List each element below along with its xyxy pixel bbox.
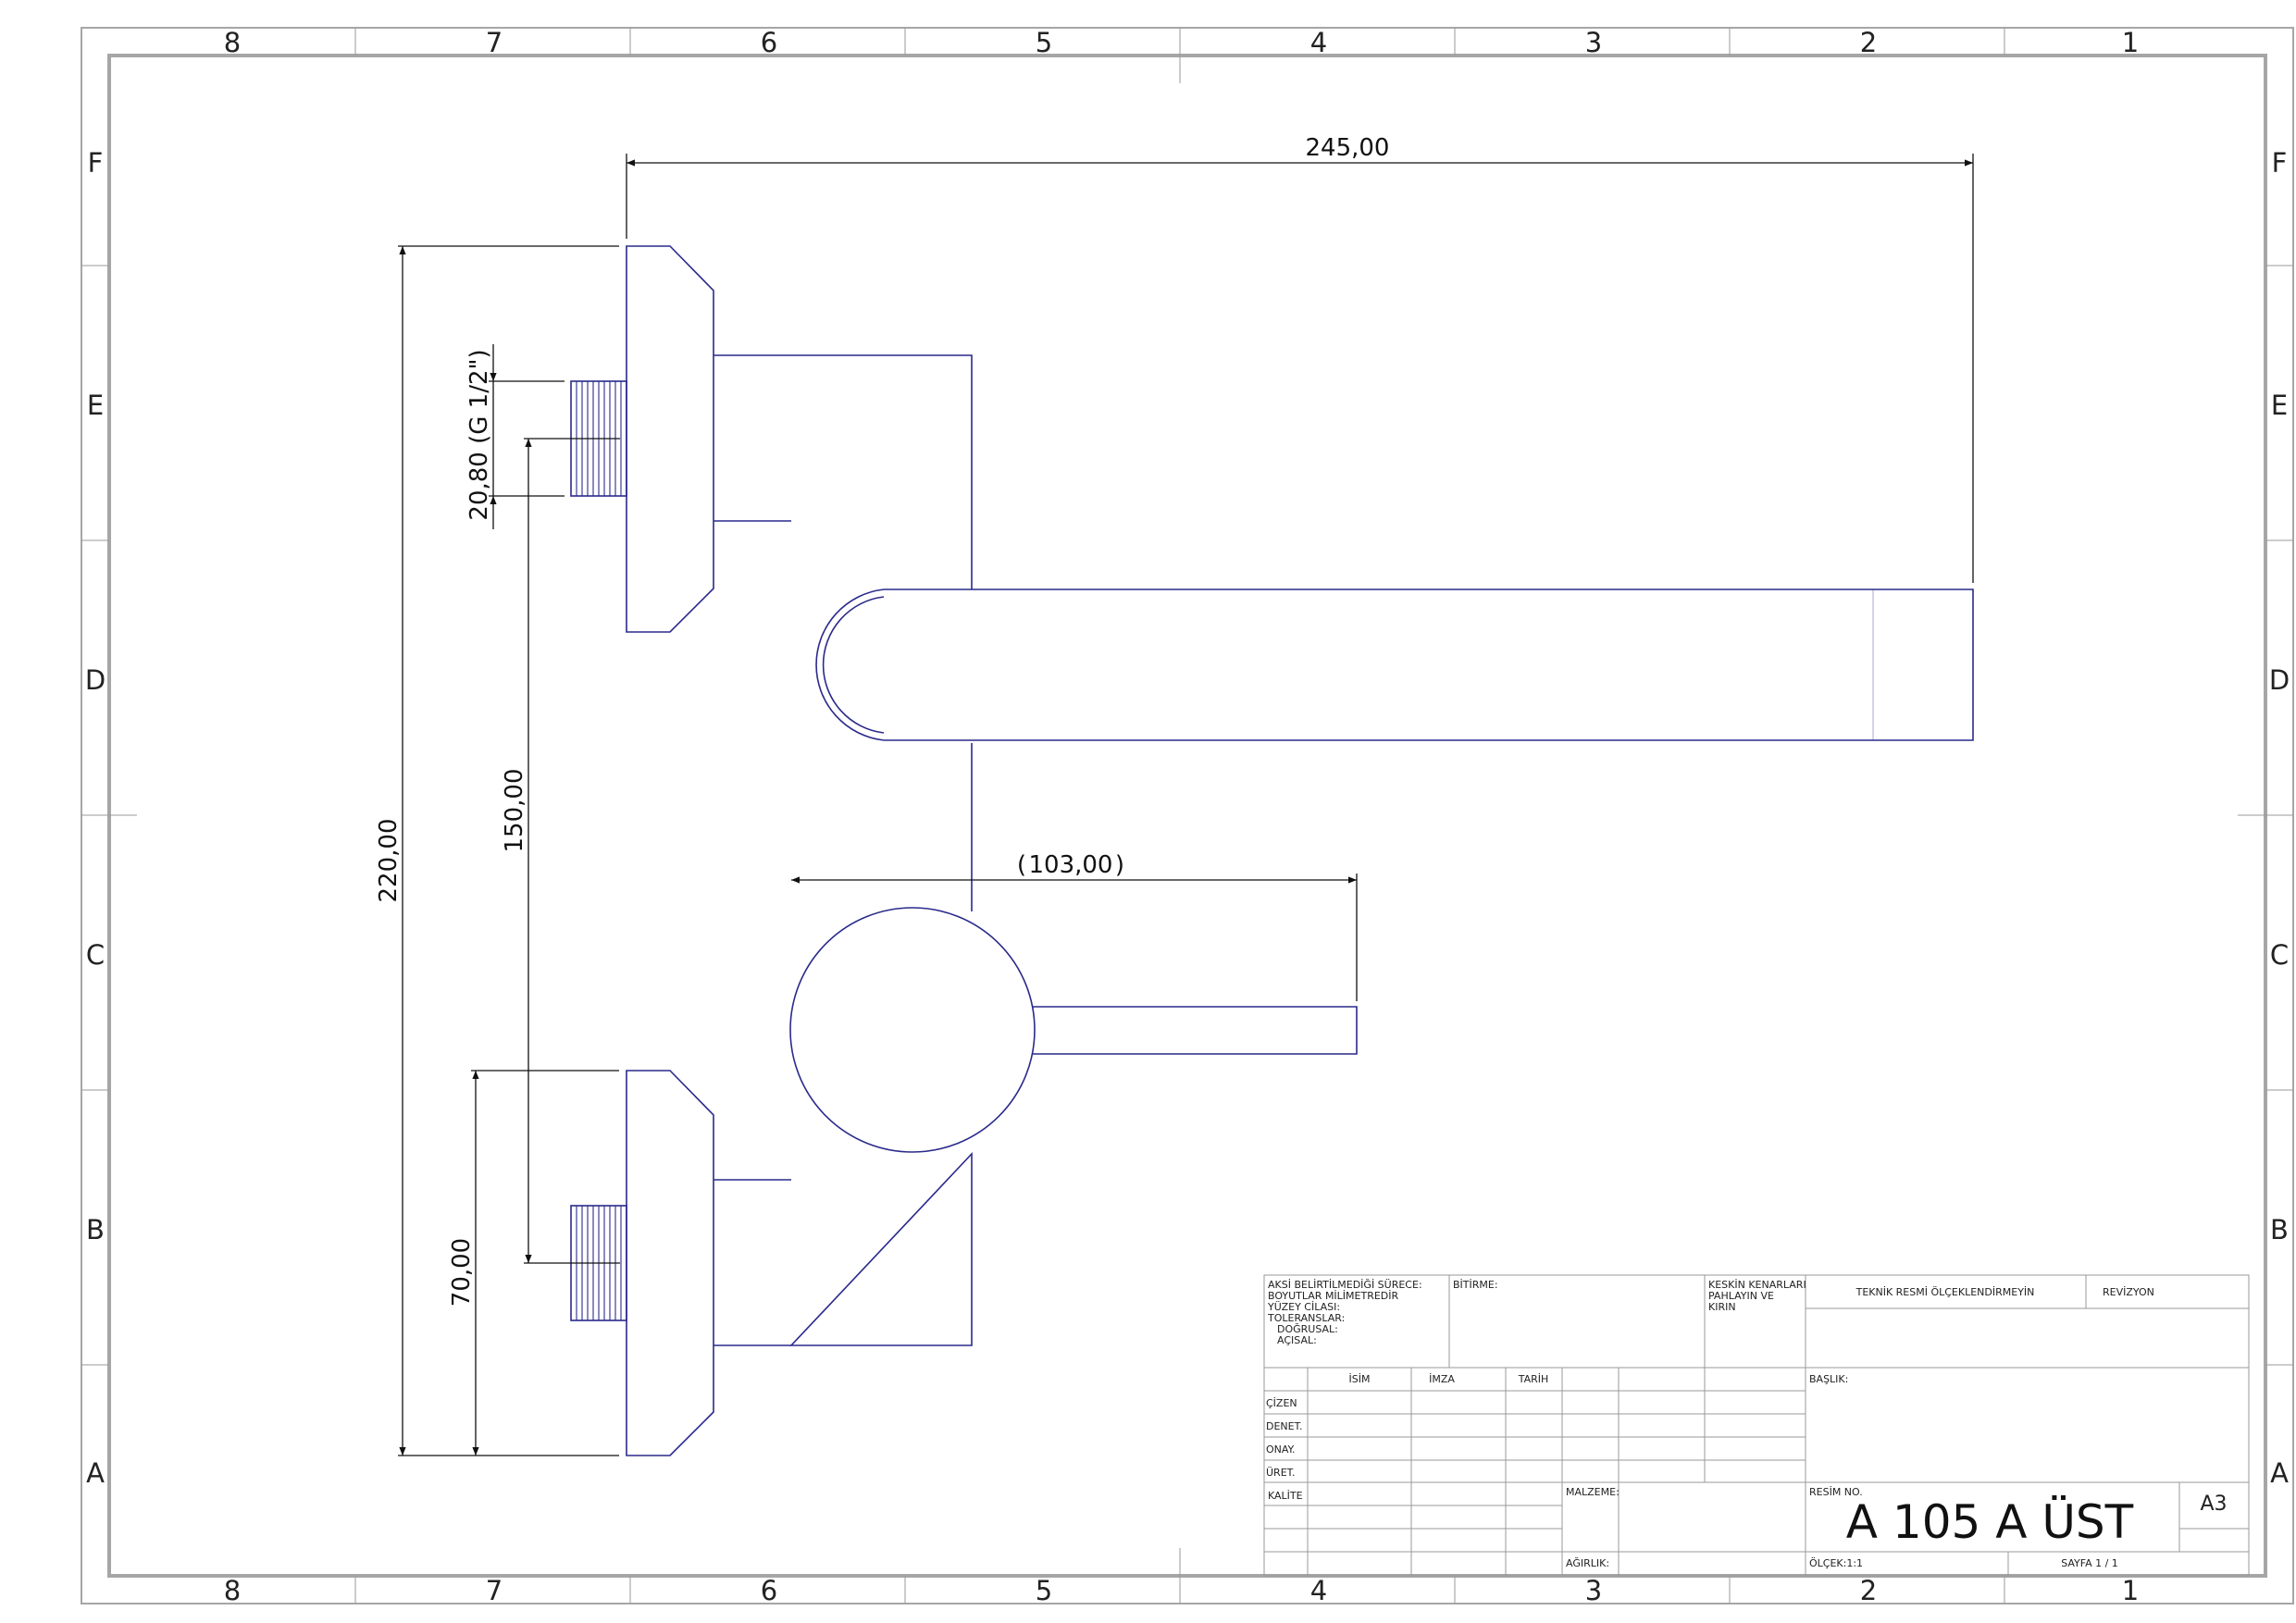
zone-col-8: 8 <box>224 27 241 58</box>
handle-lever <box>1033 1006 1358 1055</box>
zone-col-5-bottom: 5 <box>1036 1575 1052 1606</box>
zone-row-b-right: B <box>2270 1214 2289 1245</box>
zone-row-f-right: F <box>2272 147 2288 179</box>
handle-knob <box>789 907 1036 1153</box>
mixer-body <box>789 354 973 1346</box>
title-block: AKSİ BELİRTİLMEDİĞİ SÜRECE: BOYUTLAR MİL… <box>1263 1274 2250 1577</box>
tb-note-3: YÜZEY CİLASI: <box>1267 1301 1340 1313</box>
zone-col-7-bottom: 7 <box>486 1575 503 1606</box>
zone-col-1-bottom: 1 <box>2122 1575 2139 1606</box>
tb-edges-1: KESKİN KENARLARI <box>1708 1279 1806 1291</box>
tb-paper-size: A3 <box>2200 1493 2227 1516</box>
zone-row-f: F <box>88 147 104 179</box>
tb-drawing-no: A 105 A ÜST <box>1846 1495 2134 1549</box>
tb-note-2: BOYUTLAR MİLİMETREDİR <box>1268 1290 1399 1302</box>
tb-sheet: SAYFA 1 / 1 <box>2061 1557 2118 1569</box>
tb-note-4: TOLERANSLAR: <box>1267 1312 1345 1324</box>
tb-col-signature: İMZA <box>1429 1373 1455 1385</box>
tb-no-scale: TEKNİK RESMİ ÖLÇEKLENDİRMEYİN <box>1855 1286 2035 1298</box>
tb-title-label: BAŞLIK: <box>1809 1373 1848 1385</box>
dim-handle-paren-open: ( <box>1017 851 1026 879</box>
tb-revision-label: REVİZYON <box>2103 1286 2154 1298</box>
zone-col-2-bottom: 2 <box>1860 1575 1877 1606</box>
zone-row-d: D <box>85 664 105 696</box>
tb-edges-2: PAHLAYIN VE <box>1708 1290 1774 1302</box>
dim-inlet-spacing: 150,00 <box>501 769 528 853</box>
tb-row-manufacture: ÜRET. <box>1266 1467 1296 1479</box>
upper-neck <box>714 354 791 522</box>
dimensions: 245,00 220,00 20,80 (G 1/2") 150,00 70,0… <box>375 134 1974 1456</box>
zone-col-6-bottom: 6 <box>761 1575 777 1606</box>
tb-row-quality: KALİTE <box>1268 1490 1303 1502</box>
dim-overall-width: 245,00 <box>1306 134 1390 162</box>
zone-col-4-bottom: 4 <box>1310 1575 1327 1606</box>
zone-col-1: 1 <box>2122 27 2139 58</box>
spout <box>815 588 1974 741</box>
tb-row-approved: ONAY. <box>1266 1443 1296 1456</box>
sheet-frame: 8 7 6 5 4 3 2 1 8 7 6 5 4 3 2 1 F E D C … <box>81 27 2294 1606</box>
tb-col-name: İSİM <box>1349 1373 1371 1385</box>
dim-thread: 20,80 (G 1/2") <box>465 349 493 520</box>
zone-row-d-right: D <box>2269 664 2290 696</box>
upper-flange <box>626 245 714 633</box>
zone-row-a-right: A <box>2270 1457 2289 1489</box>
zone-row-a: A <box>86 1457 105 1489</box>
lower-neck <box>714 1179 791 1346</box>
zone-row-c-right: C <box>2270 939 2289 971</box>
zone-col-7: 7 <box>486 27 503 58</box>
zone-col-3-bottom: 3 <box>1585 1575 1602 1606</box>
zone-dividers <box>81 28 2293 1604</box>
dim-handle-length: 103,00 <box>1029 851 1113 879</box>
tb-note-1: AKSİ BELİRTİLMEDİĞİ SÜRECE: <box>1268 1279 1422 1291</box>
zone-col-2: 2 <box>1860 27 1877 58</box>
tb-finish-label: BİTİRME: <box>1453 1279 1498 1291</box>
zone-row-e-right: E <box>2271 390 2288 421</box>
tb-drawing-no-label: RESİM NO. <box>1809 1486 1863 1498</box>
zone-row-e: E <box>87 390 104 421</box>
tb-row-drawn: ÇİZEN <box>1266 1397 1297 1409</box>
tb-col-date: TARİH <box>1518 1373 1549 1385</box>
tb-note-6: AÇISAL: <box>1277 1334 1317 1346</box>
zone-col-6: 6 <box>761 27 777 58</box>
tb-note-5: DOĞRUSAL: <box>1277 1323 1338 1335</box>
zone-row-b: B <box>86 1214 105 1245</box>
tb-material-label: MALZEME: <box>1566 1486 1620 1498</box>
tb-row-checked: DENET. <box>1266 1420 1303 1432</box>
zone-col-5: 5 <box>1036 27 1052 58</box>
dim-overall-height: 220,00 <box>375 819 403 903</box>
faucet-part <box>570 245 1974 1456</box>
lower-flange <box>626 1070 714 1456</box>
dim-lower-height: 70,00 <box>448 1238 476 1307</box>
zone-col-3: 3 <box>1585 27 1602 58</box>
tb-edges-3: KIRIN <box>1708 1301 1736 1313</box>
tb-scale: ÖLÇEK:1:1 <box>1809 1557 1863 1569</box>
zone-col-4: 4 <box>1310 27 1327 58</box>
zone-col-8-bottom: 8 <box>224 1575 241 1606</box>
tb-weight-label: AĞIRLIK: <box>1566 1557 1609 1569</box>
dim-handle-paren-close: ) <box>1115 851 1124 879</box>
zone-row-c: C <box>86 939 105 971</box>
